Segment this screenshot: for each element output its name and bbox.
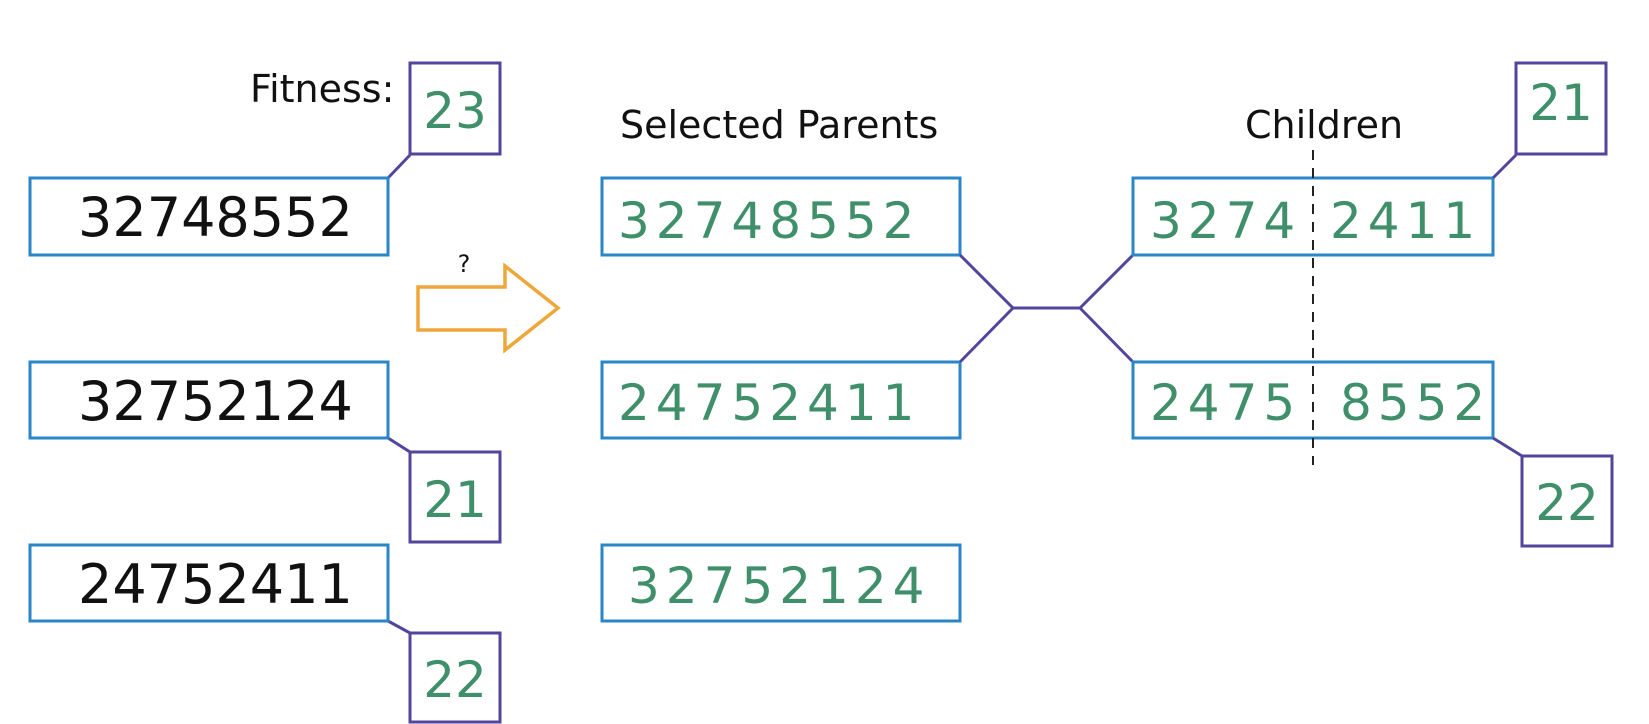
- parent-chromosome-1: 32748552: [618, 192, 921, 250]
- child-fitness-box-2: [1520, 454, 1614, 548]
- population-chromosome-1: 32748552: [78, 186, 353, 249]
- parent-chromosome-3: 32752124: [628, 557, 931, 615]
- selected-parents-label: Selected Parents: [620, 103, 938, 147]
- children-column: Children 3274 2411 21 2475 8552 22: [1131, 61, 1614, 548]
- fitness-box-1: [408, 61, 502, 156]
- child-1-left-genes: 3274: [1150, 192, 1301, 250]
- crossover-line-child-2: [1078, 306, 1135, 364]
- population-chromosome-box-3: [28, 543, 390, 623]
- fitness-connector-1: [386, 153, 412, 180]
- child-fitness-box-1: [1514, 61, 1608, 156]
- child-fitness-value-1: 21: [1529, 74, 1593, 132]
- parent-box-3: [600, 543, 962, 623]
- population-chromosome-2: 32752124: [78, 370, 353, 433]
- crossover-line-parent-2: [958, 306, 1015, 364]
- population-column: Fitness: 23 32748552 21 32752124 22 2475…: [28, 61, 502, 724]
- child-fitness-connector-2: [1492, 436, 1523, 458]
- fitness-value-2: 21: [423, 471, 487, 529]
- fitness-value-3: 22: [423, 651, 487, 709]
- child-1-right-genes: 2411: [1330, 192, 1481, 250]
- children-label: Children: [1245, 103, 1403, 147]
- population-chromosome-box-1: [28, 176, 390, 257]
- fitness-value-1: 23: [423, 82, 487, 140]
- child-2-left-genes: 2475: [1150, 374, 1301, 432]
- crossover-connector: [958, 253, 1135, 364]
- selection-arrow: ?: [416, 250, 561, 354]
- fitness-box-2: [408, 450, 502, 544]
- right-arrow-icon: [416, 262, 561, 354]
- population-chromosome-box-2: [28, 360, 390, 440]
- child-2-right-genes: 8552: [1340, 374, 1491, 432]
- fitness-connector-3: [387, 619, 411, 635]
- fitness-box-3: [408, 631, 502, 724]
- parent-chromosome-2: 24752411: [618, 374, 921, 432]
- population-chromosome-3: 24752411: [78, 553, 353, 616]
- child-fitness-connector-1: [1491, 153, 1518, 180]
- parent-box-2: [600, 360, 962, 440]
- fitness-connector-2: [387, 436, 411, 454]
- crossover-line-top: [958, 253, 1135, 310]
- arrow-question-mark: ?: [458, 250, 471, 278]
- parent-box-1: [600, 176, 962, 257]
- selected-parents-column: Selected Parents 32748552 24752411 32752…: [600, 103, 962, 623]
- child-fitness-value-2: 22: [1535, 474, 1599, 532]
- fitness-label: Fitness:: [250, 67, 394, 111]
